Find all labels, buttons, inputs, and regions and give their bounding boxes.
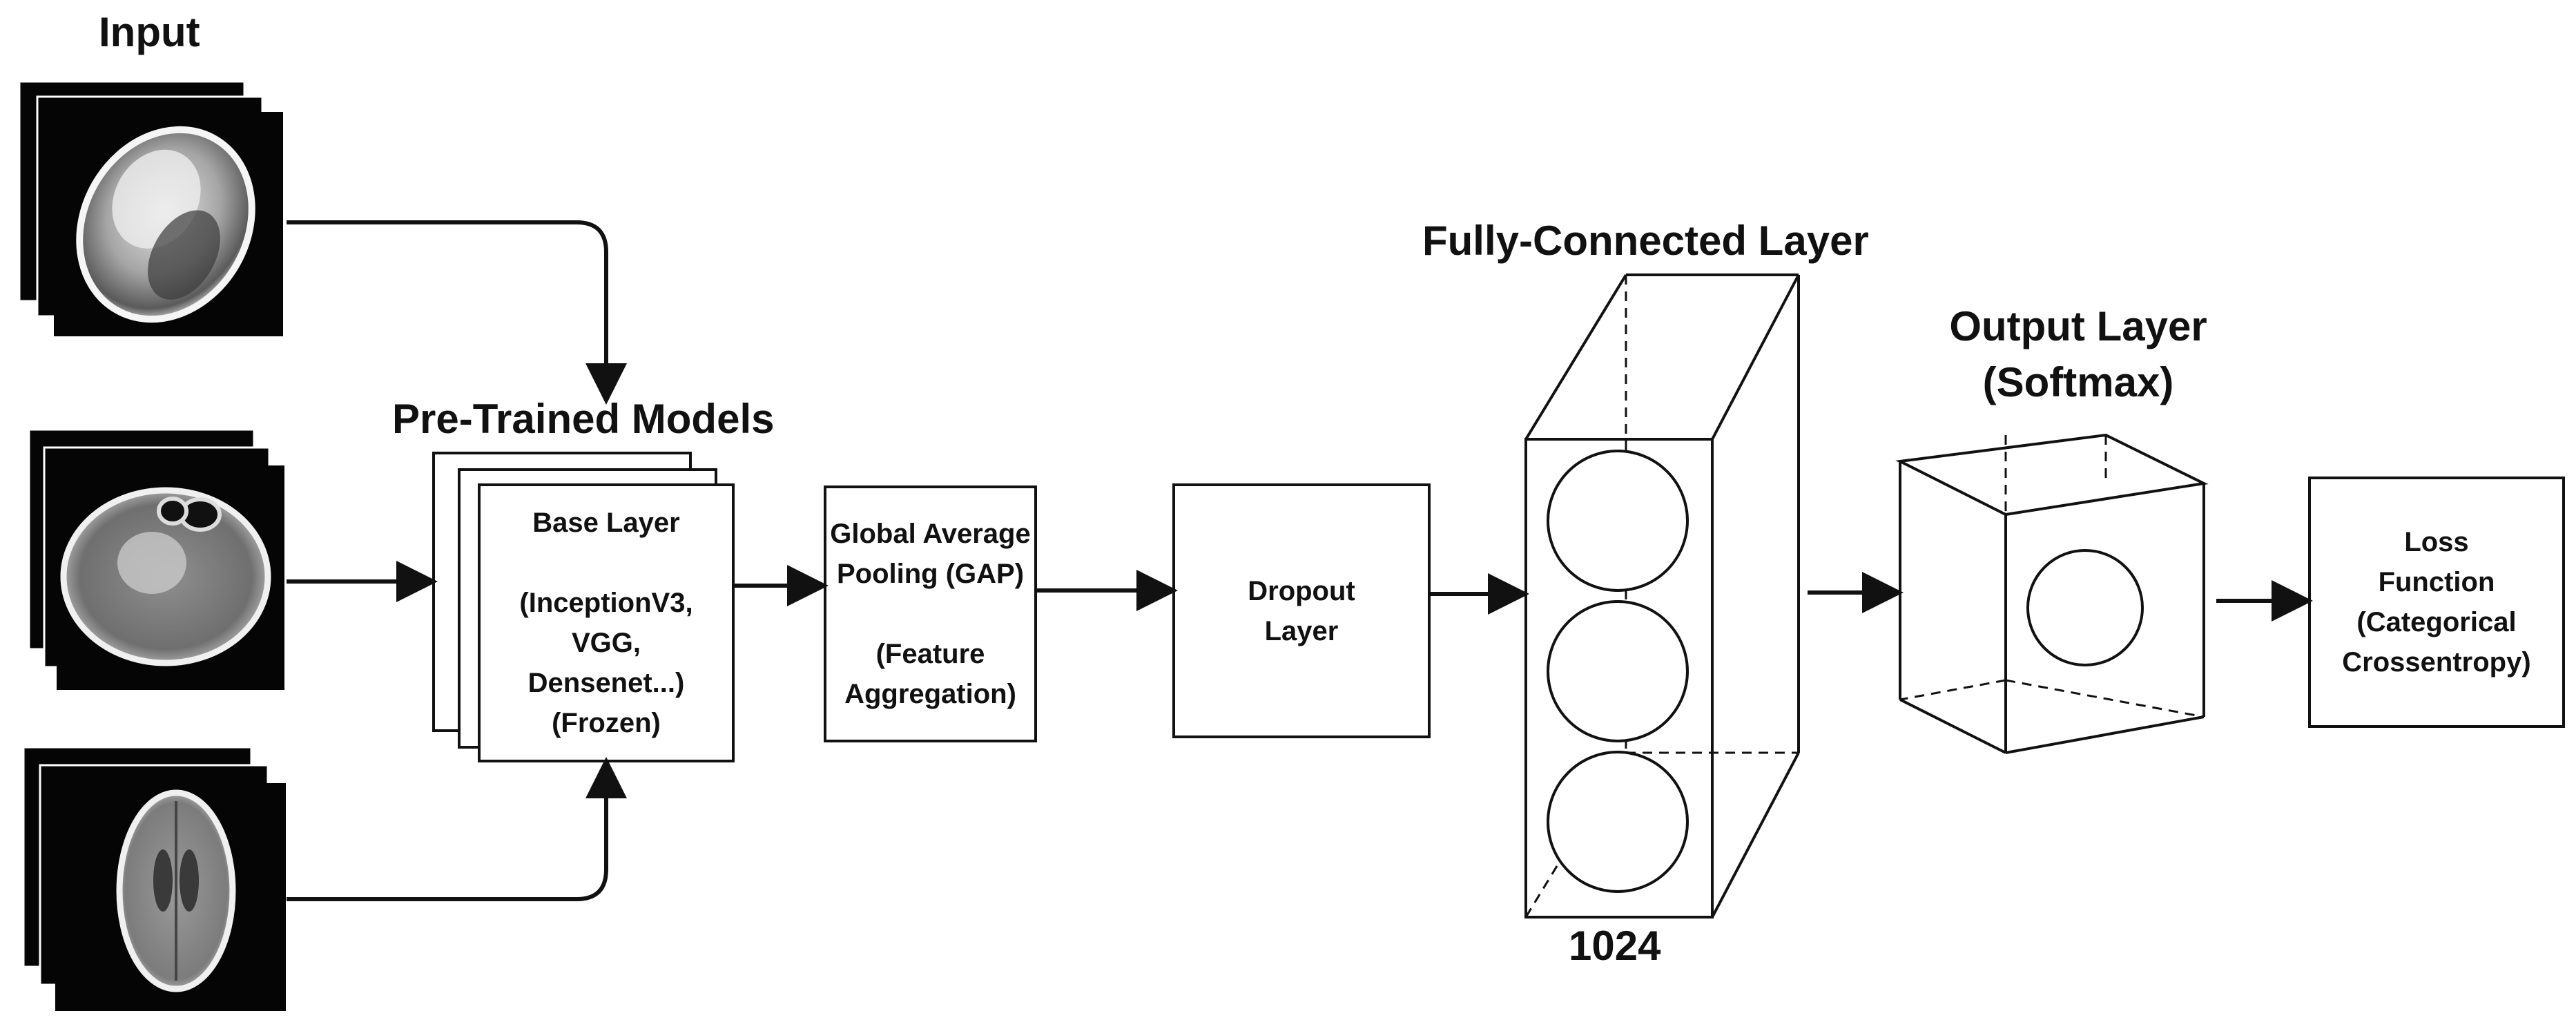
brain-scan-image-1 xyxy=(76,126,255,323)
cuboid-front-face xyxy=(1524,438,1714,919)
cuboid-edge xyxy=(1711,752,1800,918)
gap-text: Global Average Pooling (GAP) (Feature Ag… xyxy=(830,519,1031,709)
cuboid-edge xyxy=(1524,273,1627,441)
units-label: 1024 xyxy=(1569,923,1661,969)
cube-edge xyxy=(2005,715,2205,754)
base-layer-text: Base Layer (InceptionV3, VGG, Densenet..… xyxy=(519,508,693,738)
cuboid-edge xyxy=(1711,274,1800,440)
output-layer-cube xyxy=(1895,433,2209,754)
pretrained-models-title: Pre-Trained Models xyxy=(392,396,775,442)
arrow-input1-to-models xyxy=(287,220,627,405)
loss-function-box xyxy=(2308,477,2565,728)
input-title: Input xyxy=(99,9,200,55)
output-layer-title: Output Layer (Softmax) xyxy=(1949,303,2207,405)
neuron-circle-2 xyxy=(1547,600,1689,742)
dropout-box xyxy=(1172,483,1431,738)
brain-scan-image-2 xyxy=(60,487,271,666)
input-scan-stack-3 xyxy=(22,746,286,1011)
base-layer-box xyxy=(478,483,735,762)
fully-connected-cuboid xyxy=(1524,273,1800,919)
dropout-text: Dropout Layer xyxy=(1248,575,1355,646)
input-scan-stack-1 xyxy=(18,80,283,336)
brain-scan-image-3 xyxy=(116,789,236,992)
neuron-circle-1 xyxy=(1547,450,1689,592)
hidden-edge xyxy=(1899,679,2006,701)
cube-top-face xyxy=(1895,433,2209,517)
flow-arrows xyxy=(287,220,2313,901)
loss-function-text: Loss Function (Categorical Crossentropy) xyxy=(2342,527,2531,677)
arrow-input3-to-models xyxy=(287,757,627,901)
neuron-circle-3 xyxy=(1547,751,1689,893)
input-scan-stack-2 xyxy=(28,428,284,690)
fully-connected-title: Fully-Connected Layer xyxy=(1422,218,1869,264)
cube-edge xyxy=(1899,698,2006,754)
softmax-neuron-circle xyxy=(2026,549,2144,666)
pretrained-models-stack xyxy=(432,452,735,762)
hidden-edge xyxy=(2005,679,2205,718)
gap-box xyxy=(824,485,1037,742)
